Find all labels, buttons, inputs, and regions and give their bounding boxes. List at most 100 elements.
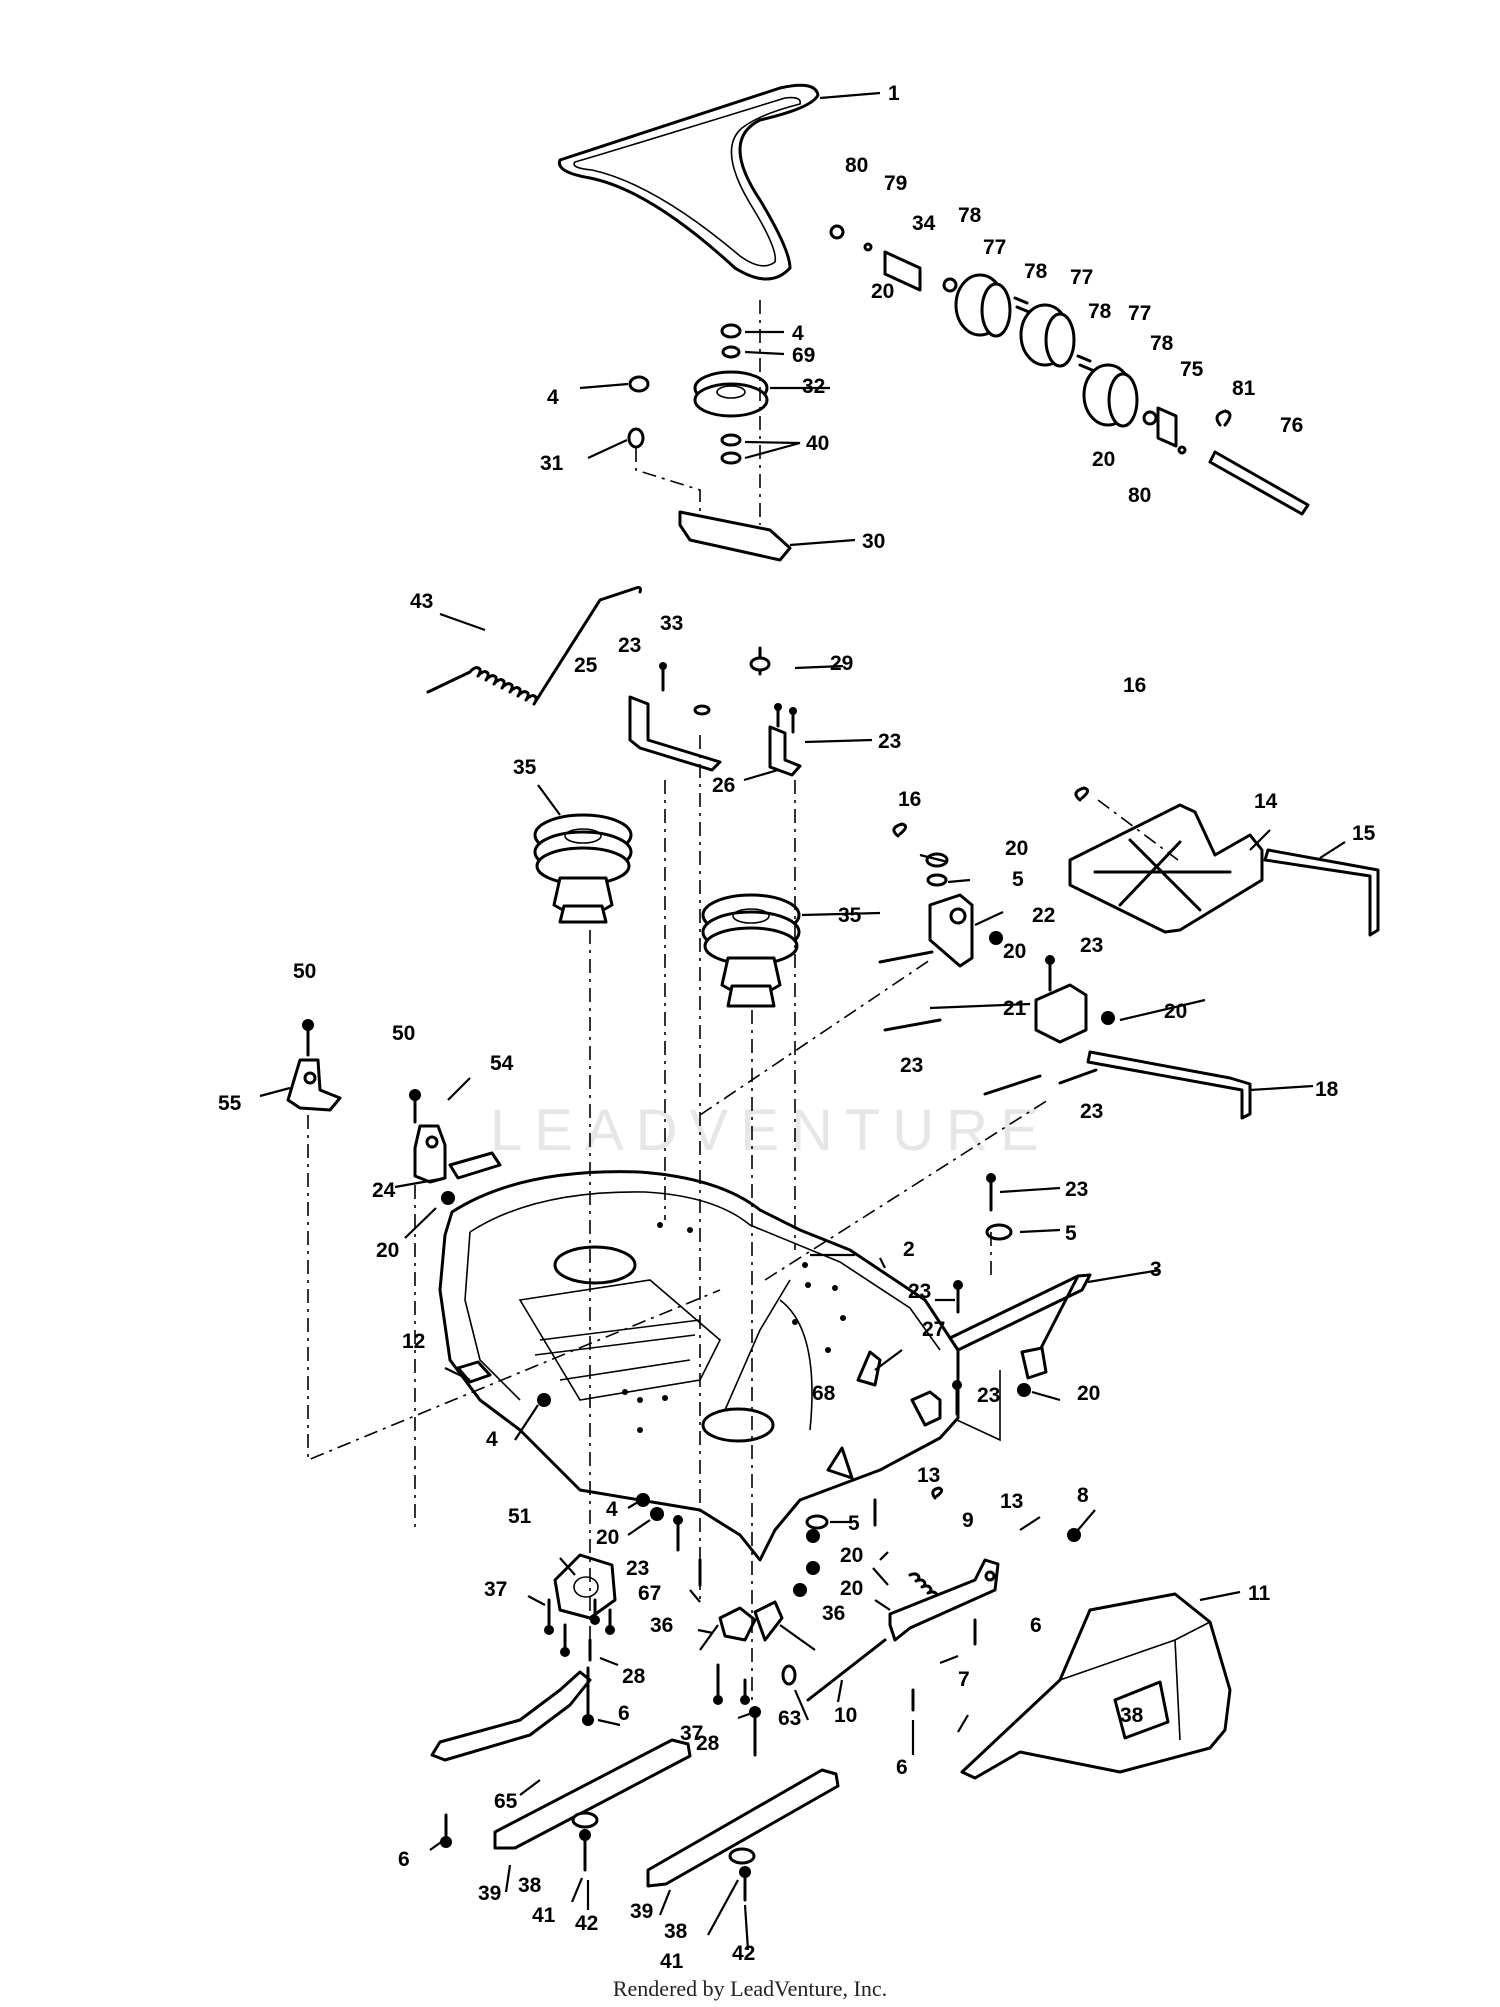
callout-22: 22 (1032, 904, 1055, 927)
callout-42a: 42 (575, 1912, 598, 1935)
callout-27: 27 (922, 1318, 945, 1341)
callout-4c: 4 (486, 1428, 498, 1451)
callout-10: 10 (834, 1704, 857, 1727)
callout-41b: 41 (660, 1950, 684, 1973)
callout-6d: 6 (398, 1848, 410, 1871)
callout-39b: 39 (630, 1900, 653, 1923)
callout-20b: 20 (1092, 448, 1115, 471)
callout-16a: 16 (1123, 674, 1146, 697)
callout-78b: 78 (1024, 260, 1048, 283)
idler-pulley-assembly (829, 224, 1310, 516)
callout-5a: 5 (1012, 868, 1024, 891)
callout-23d: 23 (900, 1054, 923, 1077)
callout-37b: 37 (680, 1722, 703, 1745)
callout-67: 67 (638, 1582, 661, 1605)
brackets-25-26 (628, 646, 802, 777)
footer-credit: Rendered by LeadVenture, Inc. (612, 1976, 888, 2001)
callout-34: 34 (912, 212, 936, 235)
callout-55: 55 (218, 1092, 242, 1115)
callout-40: 40 (806, 432, 829, 455)
callout-23g: 23 (908, 1280, 931, 1303)
callout-50b: 50 (392, 1022, 415, 1045)
callout-75: 75 (1180, 358, 1204, 381)
callout-28a: 28 (622, 1665, 646, 1688)
callout-31: 31 (540, 452, 564, 475)
callout-42b: 42 (732, 1942, 755, 1965)
callout-20a: 20 (871, 280, 894, 303)
callout-39a: 39 (478, 1882, 501, 1905)
hanger-bracket-55 (286, 1019, 342, 1112)
callout-6a: 6 (618, 1702, 630, 1725)
callout-1: 1 (888, 82, 900, 105)
callout-6b: 6 (1030, 1614, 1042, 1637)
callout-20h: 20 (596, 1526, 619, 1549)
callout-23i: 23 (626, 1557, 649, 1580)
callout-4b: 4 (547, 386, 559, 409)
callout-51: 51 (508, 1505, 532, 1528)
callout-18: 18 (1315, 1078, 1339, 1101)
callout-9: 9 (962, 1509, 974, 1532)
callout-20f: 20 (376, 1239, 399, 1262)
callout-77b: 77 (1070, 266, 1093, 289)
callout-4a: 4 (792, 322, 804, 345)
callout-2: 2 (903, 1238, 915, 1261)
blade-spindle-left (533, 813, 633, 924)
callout-65: 65 (494, 1790, 518, 1813)
callout-78d: 78 (1150, 332, 1174, 355)
belt-guard-decal: 38 (1120, 1704, 1144, 1727)
callout-21: 21 (1003, 997, 1027, 1020)
callout-80a: 80 (845, 154, 868, 177)
callout-20i: 20 (840, 1544, 863, 1567)
callout-80b: 80 (1128, 484, 1151, 507)
callout-20j: 20 (840, 1577, 863, 1600)
callout-78c: 78 (1088, 300, 1112, 323)
callout-26: 26 (712, 774, 735, 797)
callout-23e: 23 (1080, 1100, 1103, 1123)
callouts: 1 2 3 4 4 4 4 5 5 5 6 6 6 6 7 8 9 10 11 … (218, 82, 1376, 1973)
hanger-bracket-54 (409, 1089, 447, 1184)
callout-32: 32 (802, 375, 825, 398)
callout-20e: 20 (1164, 1000, 1187, 1023)
callout-25: 25 (574, 654, 598, 677)
callout-15: 15 (1352, 822, 1376, 845)
callout-13b: 13 (1000, 1490, 1023, 1513)
callout-28b: 28 (696, 1732, 720, 1755)
callout-30: 30 (862, 530, 885, 553)
callout-3: 3 (1150, 1258, 1162, 1281)
tension-spring (426, 586, 642, 706)
deck-housing (438, 1170, 960, 1562)
callout-20g: 20 (1077, 1382, 1100, 1405)
callout-6c: 6 (896, 1756, 908, 1779)
leader-arrows (259, 91, 1346, 1951)
callout-13a: 13 (917, 1464, 940, 1487)
callout-20c: 20 (1005, 837, 1028, 860)
callout-5c: 5 (848, 1512, 860, 1535)
blade-left (493, 1738, 692, 1872)
callout-41a: 41 (532, 1904, 556, 1927)
callout-77a: 77 (983, 236, 1006, 259)
blade-adapter-51 (544, 1553, 617, 1662)
rear-baffle-bar (948, 1173, 1092, 1442)
callout-23b: 23 (878, 730, 901, 753)
callout-38a: 38 (518, 1874, 542, 1897)
v-belt (557, 83, 820, 281)
callout-36a: 36 (650, 1614, 673, 1637)
callout-14: 14 (1254, 790, 1278, 813)
callout-16b: 16 (898, 788, 921, 811)
callout-4d: 4 (606, 1498, 618, 1521)
callout-76: 76 (1280, 414, 1303, 437)
callout-12: 12 (402, 1330, 425, 1353)
callout-54: 54 (490, 1052, 514, 1075)
callout-81: 81 (1232, 377, 1256, 400)
callout-36b: 36 (822, 1602, 845, 1625)
idler-arm-assembly (627, 300, 792, 562)
drive-link-65 (430, 1666, 594, 1848)
callout-35b: 35 (838, 904, 862, 927)
callout-23h: 23 (977, 1384, 1000, 1407)
lift-bracket-21 (883, 955, 1252, 1120)
callout-79: 79 (884, 172, 907, 195)
callout-8: 8 (1077, 1484, 1089, 1507)
callout-69: 69 (792, 344, 815, 367)
alignment-lines (307, 735, 1179, 1700)
